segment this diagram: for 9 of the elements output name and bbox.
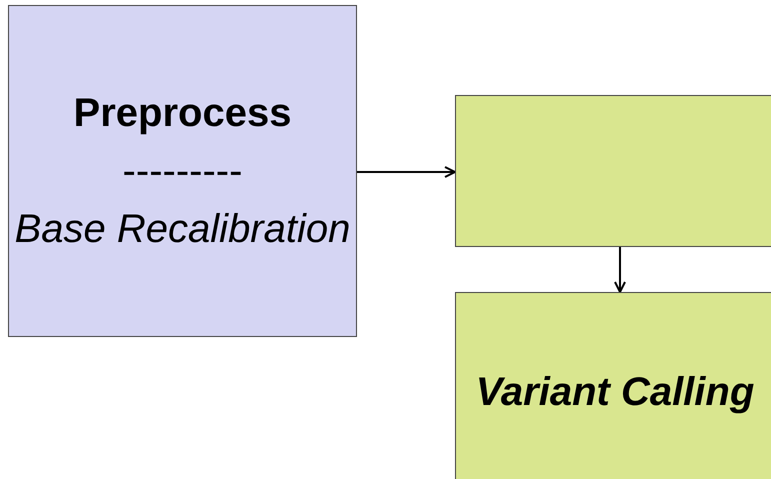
separator-text: --------- (122, 148, 242, 195)
process-box (455, 292, 771, 479)
process-box (8, 5, 357, 337)
arrow (357, 166, 456, 178)
node-text: Base Recalibration (14, 206, 350, 253)
heading: Variant Calling (476, 369, 754, 416)
process-box (455, 95, 771, 247)
heading: Preprocess (74, 90, 292, 137)
arrow (614, 247, 626, 293)
